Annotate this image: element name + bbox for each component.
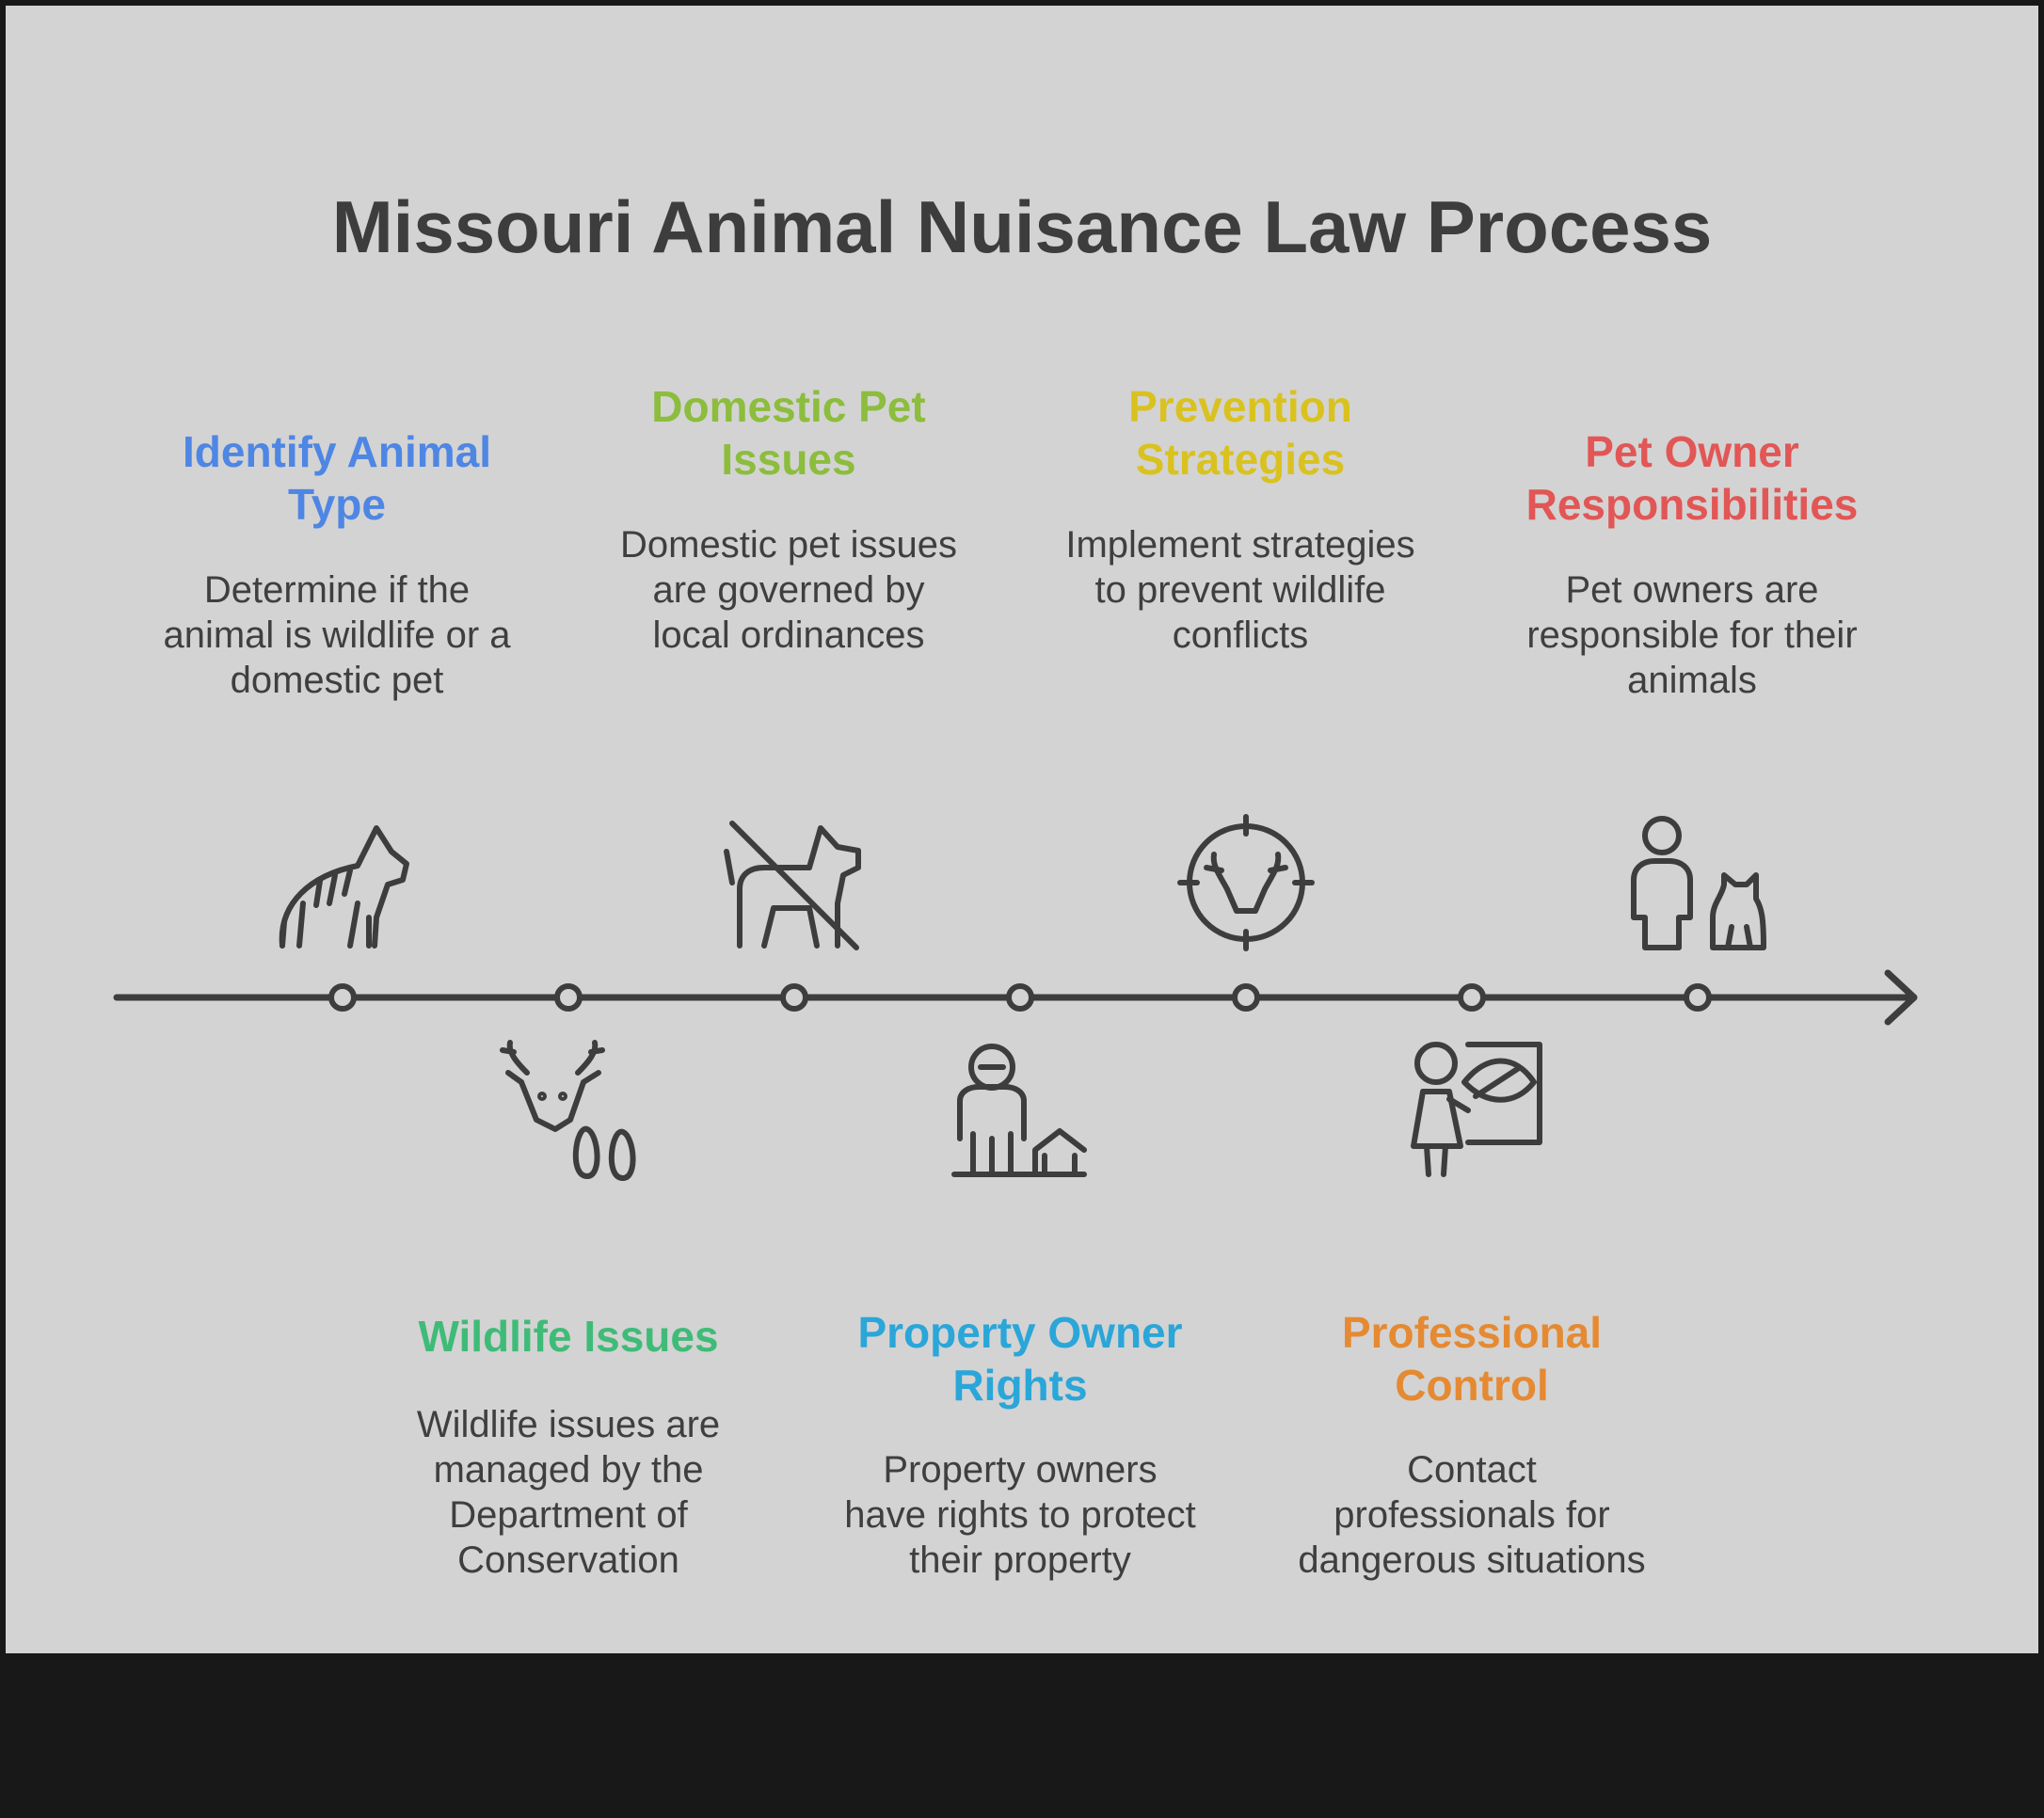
step-description-property-owner-rights: Property owners have rights to protect t… xyxy=(844,1449,1196,1581)
step-description-prevention-strategies: Implement strategies to prevent wildlife… xyxy=(1065,524,1415,656)
step-heading-pet-owner-responsibilities: Pet Owner Responsibilities xyxy=(1525,427,1859,529)
deer-footprint-icon xyxy=(500,1040,636,1181)
timeline-marker xyxy=(780,983,808,1012)
timeline-arrowhead xyxy=(1884,969,1918,1026)
diagram-panel xyxy=(6,6,2038,1653)
step-heading-wildlife-issues: Wildlife Issues xyxy=(418,1312,719,1361)
timeline-marker xyxy=(1458,983,1486,1012)
step-heading-prevention-strategies: Prevention Strategies xyxy=(1128,382,1352,484)
person-pet-icon xyxy=(1631,816,1766,950)
step-description-wildlife-issues: Wildlife issues are managed by the Depar… xyxy=(416,1404,721,1581)
timeline-marker xyxy=(1232,983,1260,1012)
professional-presentation-icon xyxy=(1411,1042,1542,1177)
timeline-marker xyxy=(554,983,583,1012)
step-heading-domestic-pet-issues: Domestic Pet Issues xyxy=(651,382,926,484)
step-description-identify-animal-type: Determine if the animal is wildlife or a… xyxy=(163,569,511,701)
step-heading-identify-animal-type: Identify Animal Type xyxy=(183,427,491,529)
timeline-marker xyxy=(1006,983,1034,1012)
hyena-icon xyxy=(279,825,409,949)
person-house-icon xyxy=(951,1044,1087,1177)
no-dog-icon xyxy=(724,821,861,950)
step-heading-professional-control: Professional Control xyxy=(1341,1308,1603,1410)
step-description-domestic-pet-issues: Domestic pet issues are governed by loca… xyxy=(620,524,957,656)
deer-target-icon xyxy=(1177,814,1315,951)
timeline-marker xyxy=(328,983,357,1012)
step-description-pet-owner-responsibilities: Pet owners are responsible for their ani… xyxy=(1526,569,1858,701)
timeline-marker xyxy=(1684,983,1712,1012)
step-heading-property-owner-rights: Property Owner Rights xyxy=(857,1308,1183,1410)
step-description-professional-control: Contact professionals for dangerous situ… xyxy=(1298,1449,1646,1581)
diagram-title: Missouri Animal Nuisance Law Process xyxy=(331,185,1713,268)
